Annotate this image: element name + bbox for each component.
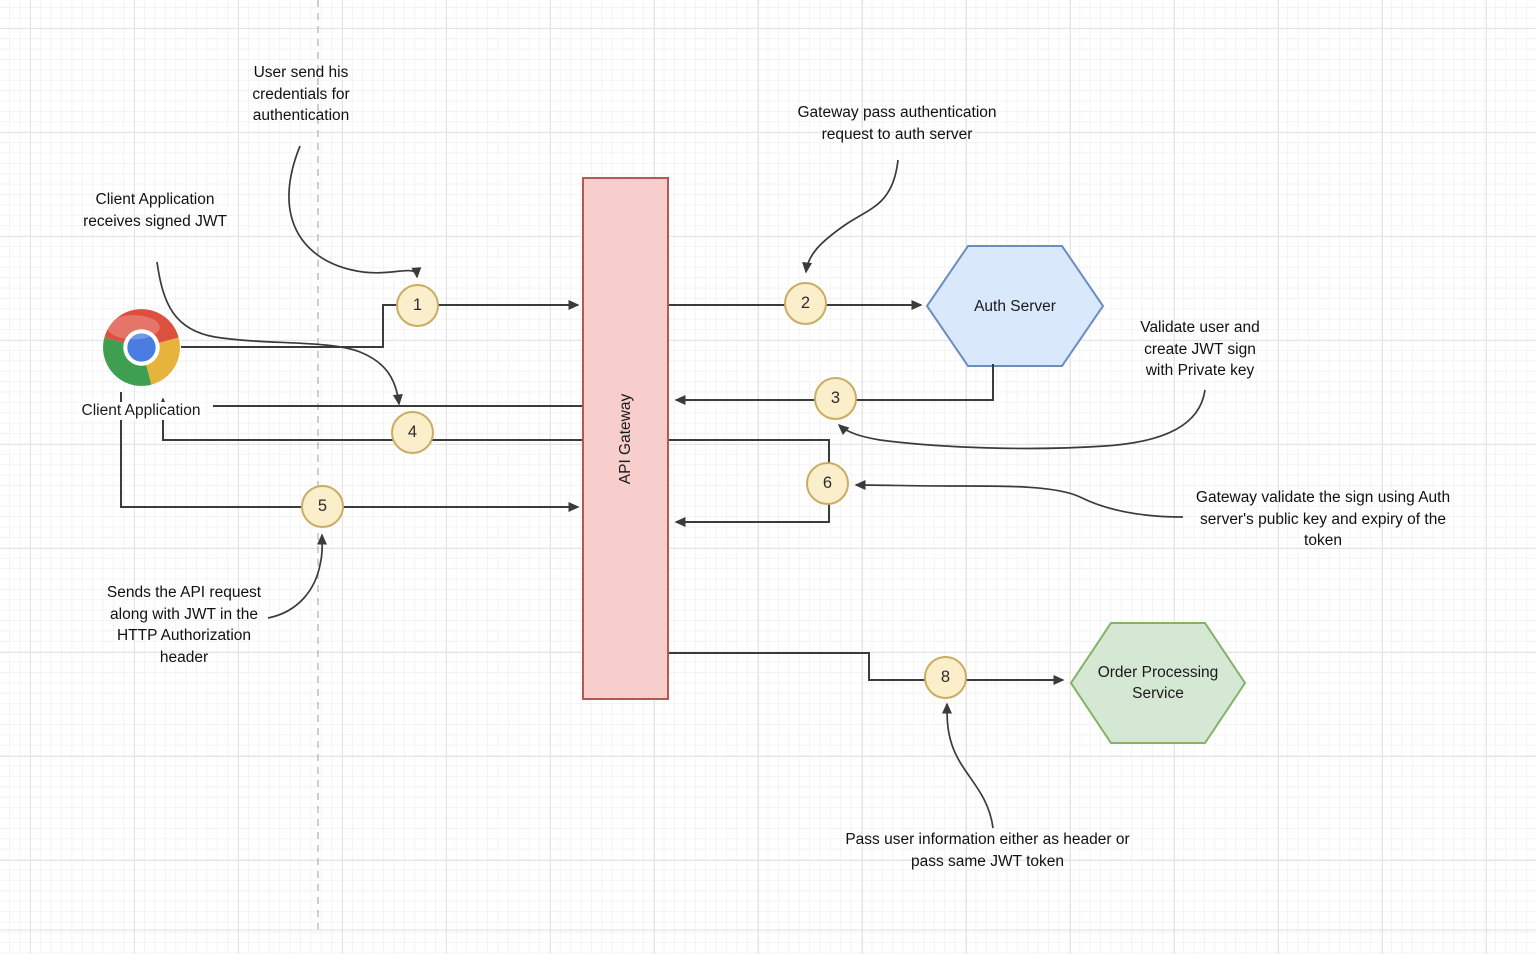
- chrome-browser-icon: [103, 309, 180, 386]
- auth-server-shape: [925, 245, 1105, 367]
- chrome-red-segment: [104, 309, 179, 348]
- annotation-arrow-credentials-to-1: [288, 145, 422, 279]
- auth-server-hexagon: [925, 245, 1105, 367]
- annotation-arrow-receivesjwt-to-4: [156, 261, 403, 406]
- annotation-pass-user: Pass user information either as header o…: [845, 831, 1130, 870]
- annotation-arrow-validateuser-to-3: [837, 389, 1206, 450]
- annotation-arrow-passuser-to-8: [942, 702, 994, 829]
- annotation-sends-api: Sends the API request along with JWT in …: [106, 584, 262, 666]
- order-service-label: Order Processing Service: [1097, 664, 1219, 702]
- annotation-client-receives: Client Application receives signed JWT: [83, 191, 227, 230]
- auth-server-label: Auth Server: [974, 297, 1056, 315]
- annotation-arrow-sendsapi-to-5: [267, 533, 328, 619]
- step-circle-8: 8: [924, 656, 967, 699]
- annotation-gateway-validate: Gateway validate the sign using Auth ser…: [1195, 489, 1451, 549]
- step-circle-3: 3: [814, 377, 857, 420]
- step-circle-4: 4: [391, 411, 434, 454]
- connector-gateway-validate-loop: [669, 439, 830, 527]
- order-service-hexagon: [1069, 622, 1247, 744]
- connector-authserver-to-gateway: [674, 364, 994, 405]
- connector-client-request-to-gateway: [120, 392, 580, 512]
- client-application-label: Client Application: [78, 402, 204, 420]
- step-circle-5: 5: [301, 485, 344, 528]
- api-gateway-node: API Gateway: [582, 177, 669, 700]
- annotation-arrow-gatewayvalidate-to-6: [854, 480, 1184, 518]
- annotation-arrow-gatewaypass-to-2: [802, 159, 899, 274]
- chrome-gloss-highlight: [107, 315, 160, 340]
- step-circle-2: 2: [784, 282, 827, 325]
- connector-client-to-gateway: [181, 300, 580, 348]
- order-service-shape: [1069, 622, 1247, 744]
- step-circle-6: 6: [806, 462, 849, 505]
- step-circle-1: 1: [396, 284, 439, 327]
- chrome-blue-center: [127, 333, 156, 362]
- annotation-user-credentials: User send his credentials for authentica…: [252, 64, 350, 124]
- annotation-gateway-pass: Gateway pass authentication request to a…: [797, 104, 997, 143]
- order-service-node: Order Processing Service: [1069, 621, 1247, 745]
- auth-server-node: Auth Server: [925, 244, 1105, 368]
- connector-gateway-to-orderservice: [669, 652, 1065, 685]
- annotation-validate-user: Validate user and create JWT sign with P…: [1140, 319, 1260, 379]
